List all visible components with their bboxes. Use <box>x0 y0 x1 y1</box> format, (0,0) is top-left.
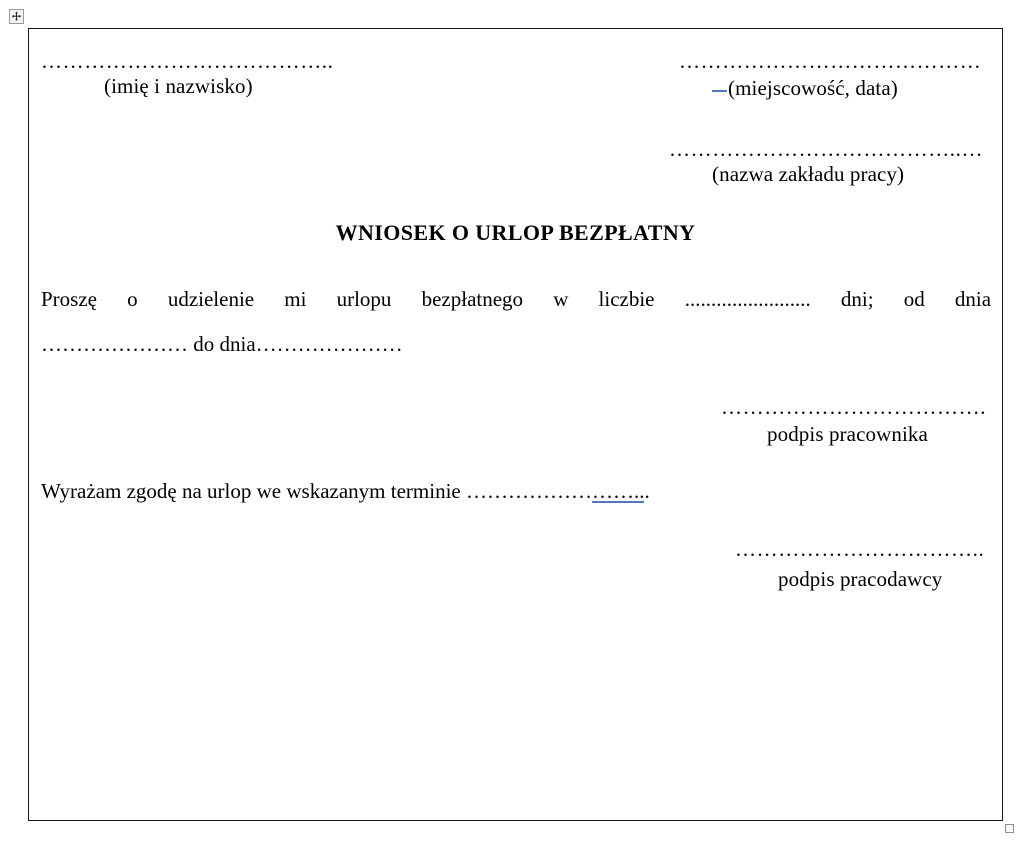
workplace-fill-line: …………………………………..… <box>669 137 984 161</box>
name-fill-line: ………………………………….. <box>41 49 334 73</box>
employee-signature-label: podpis pracownika <box>767 422 928 446</box>
workplace-field-label: (nazwa zakładu pracy) <box>712 162 905 186</box>
request-text-part-1: Proszę o udzielenie mi urlopu bezpłatneg… <box>41 287 655 311</box>
document-title: WNIOSEK O URLOP BEZPŁATNY <box>335 220 696 245</box>
city-date-field-label-wrapper: (miejscowość, data) <box>711 74 898 101</box>
days-count-fill-line: ........................ <box>684 287 811 311</box>
employer-signature-label: podpis pracodawcy <box>778 567 943 591</box>
employer-signature-line: …………………………….. <box>735 537 985 561</box>
consent-paragraph: Wyrażam zgodę na urlop we wskazanym term… <box>41 479 650 504</box>
name-field-label: (imię i nazwisko) <box>104 74 253 98</box>
grammar-underline-mark <box>711 74 728 95</box>
table-resize-handle[interactable] <box>1005 824 1014 833</box>
table-move-handle[interactable] <box>9 9 24 24</box>
date-to-fill-line: ………………… <box>255 332 403 356</box>
request-paragraph-line-2: ………………… do dnia………………… <box>41 322 991 367</box>
move-cross-icon <box>11 11 22 22</box>
employee-signature-line: ………………………………. <box>721 395 987 419</box>
consent-fill-line-flagged: …….. <box>591 479 645 503</box>
request-paragraph: Proszę o udzielenie mi urlopu bezpłatneg… <box>41 277 991 367</box>
consent-text: Wyrażam zgodę na urlop we wskazanym term… <box>41 479 461 503</box>
form-table-cell: ………………………………….. (imię i nazwisko) ………………… <box>29 29 1002 820</box>
request-paragraph-line-1: Proszę o udzielenie mi urlopu bezpłatneg… <box>41 277 991 322</box>
date-to-text: do dnia <box>193 332 256 356</box>
city-date-field-label: (miejscowość, data) <box>728 76 898 100</box>
consent-fill-line-black: ……………… <box>465 479 592 503</box>
request-text-part-2: dni; od dnia <box>840 287 992 311</box>
city-date-fill-line: …………………………………… <box>679 49 982 73</box>
consent-trailing-dot: . <box>644 479 650 503</box>
form-table-frame: ………………………………….. (imię i nazwisko) ………………… <box>28 28 1003 821</box>
date-from-fill-line: ………………… <box>41 332 188 356</box>
